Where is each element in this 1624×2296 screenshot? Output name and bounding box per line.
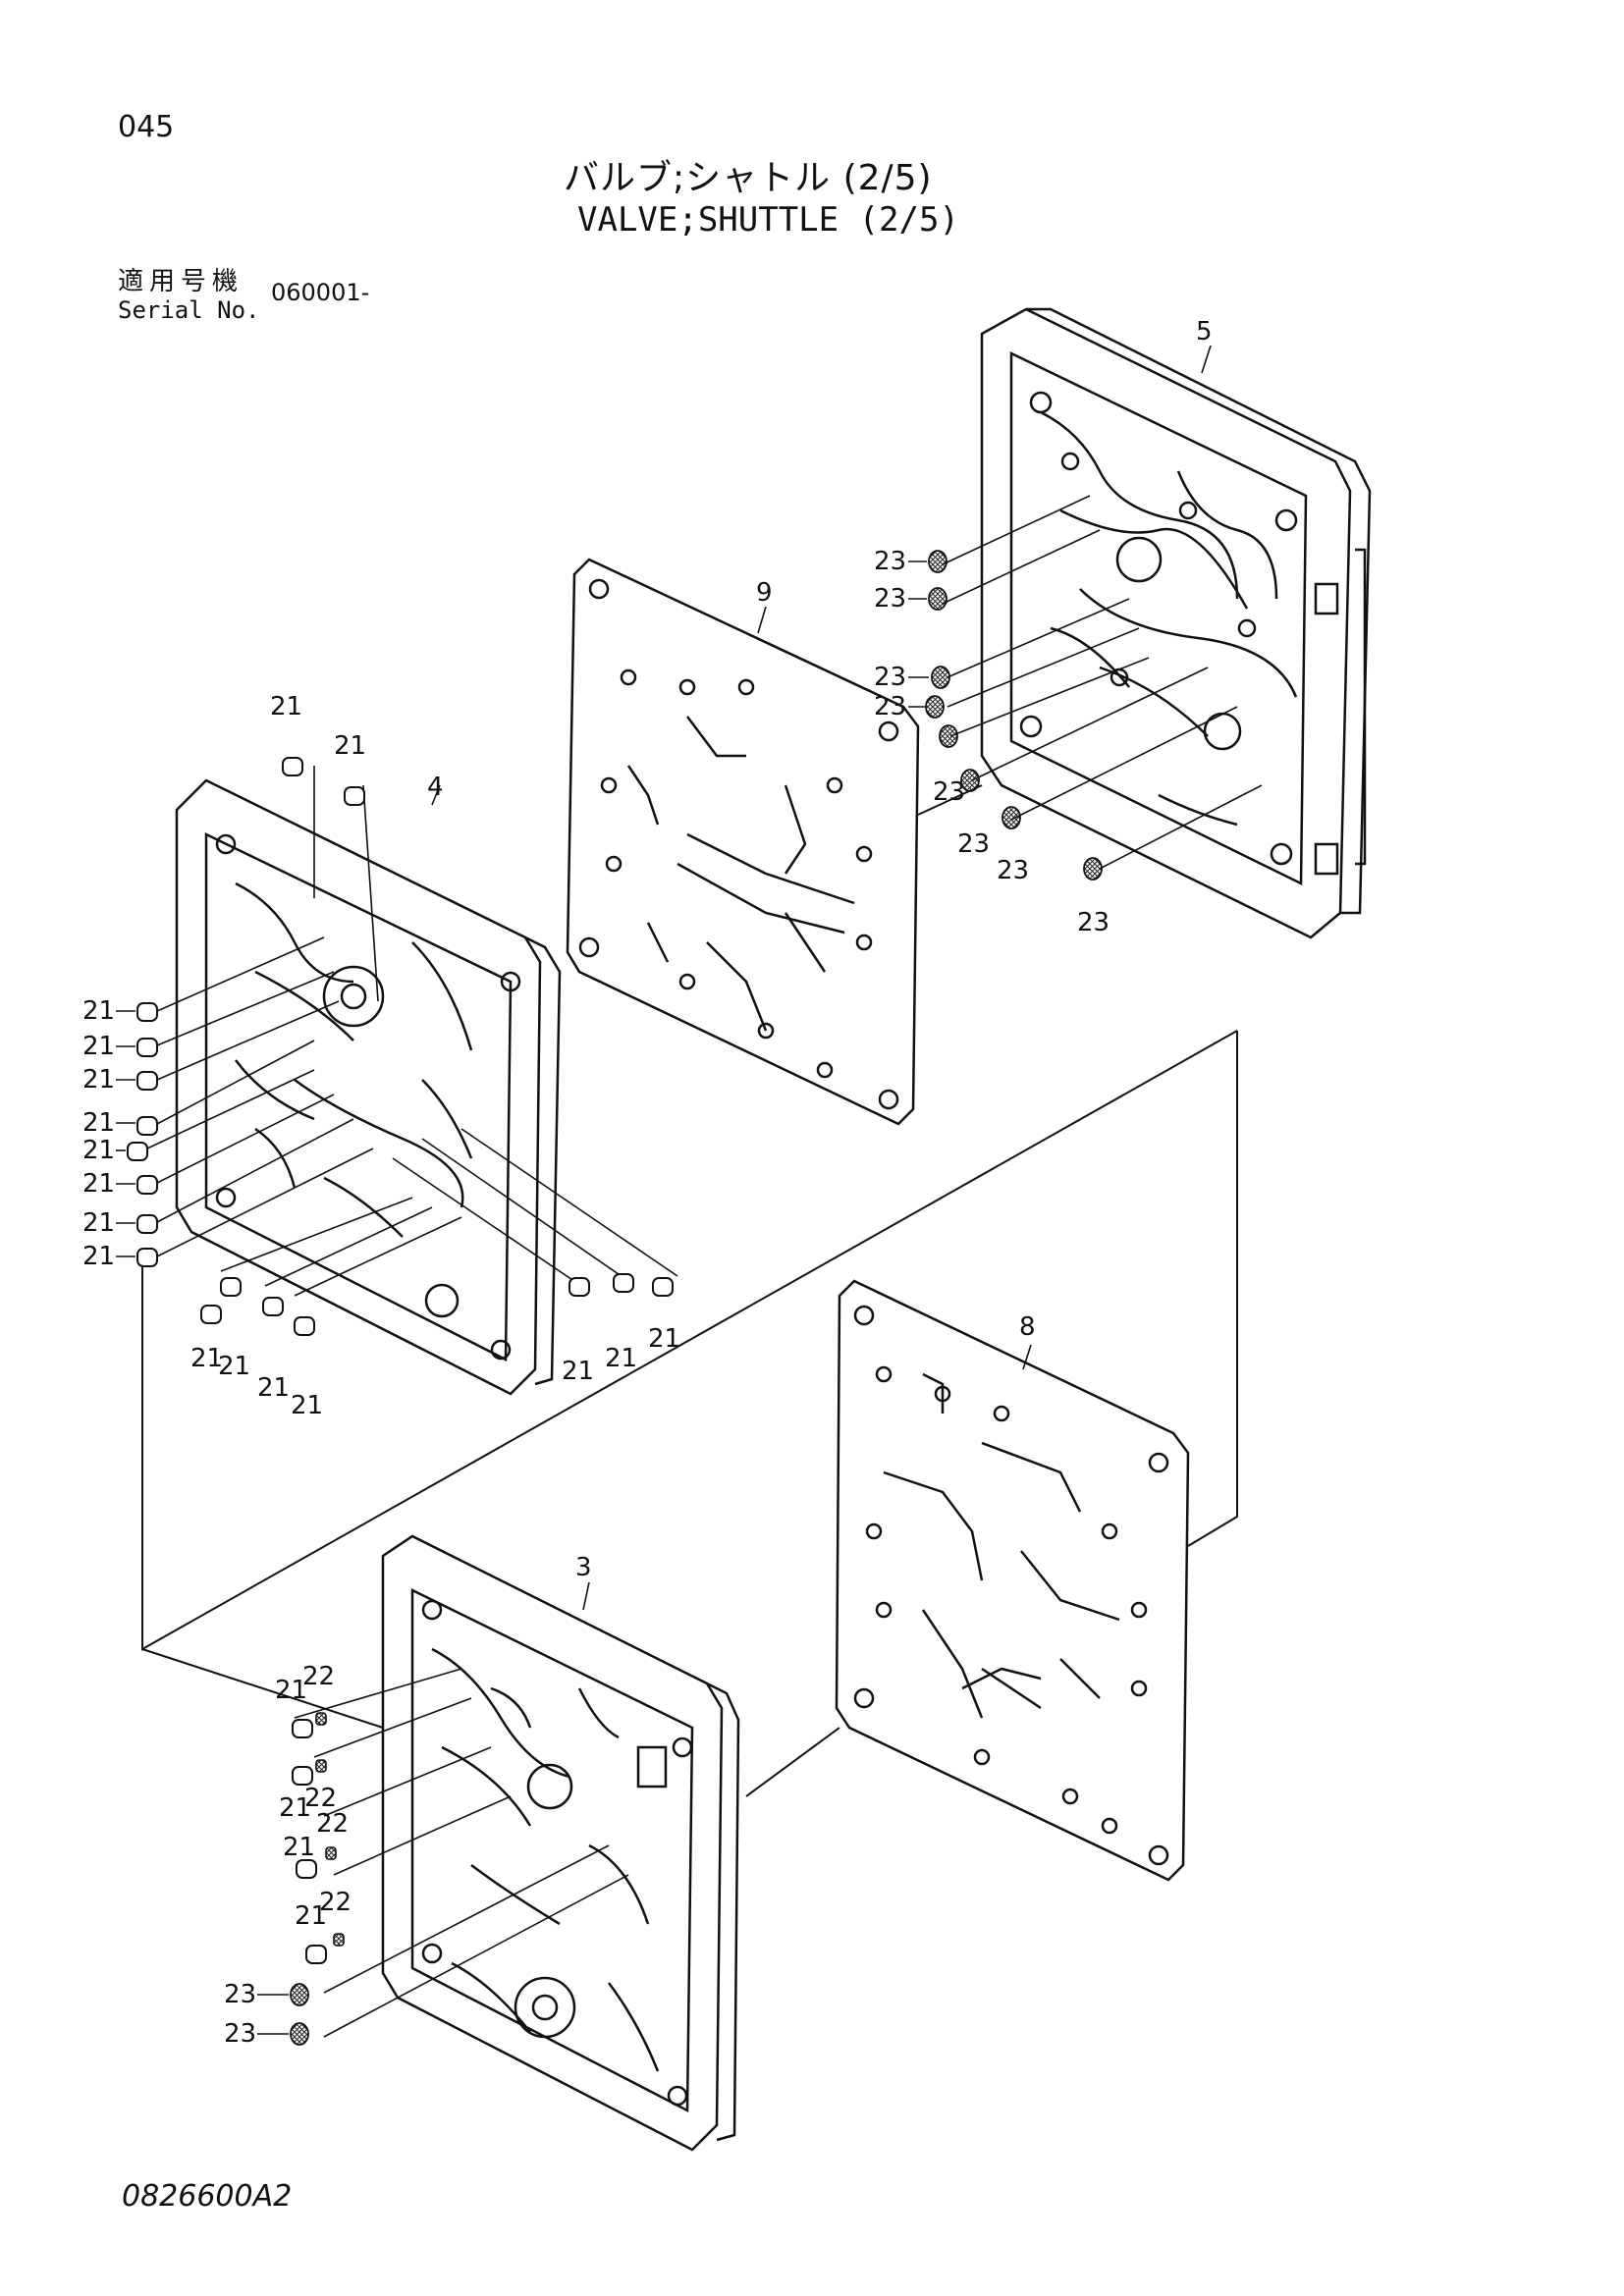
callout-part-4: 4 — [427, 773, 444, 802]
plug-21 — [262, 1297, 284, 1316]
separator-plate-9 — [566, 558, 920, 1126]
filter-23 — [290, 1983, 309, 2006]
plug-21 — [292, 1719, 313, 1738]
filter-23 — [928, 550, 947, 573]
plug-21 — [136, 1214, 158, 1234]
plug-21 — [136, 1175, 158, 1195]
callout-part-21: 21 — [283, 1833, 315, 1862]
filter-23 — [1083, 857, 1103, 881]
plug-21 — [292, 1766, 313, 1786]
serial-label-japanese: 適用号機 — [118, 267, 244, 296]
plug-21 — [136, 1248, 158, 1267]
callout-part-21: 21 — [275, 1676, 307, 1705]
callout-part-21: 21 — [295, 1901, 327, 1931]
plug-21 — [136, 1071, 158, 1091]
page-title-japanese: バルブ;シャトル (2/5) — [564, 158, 933, 198]
plug-21 — [613, 1273, 634, 1293]
plug-21 — [652, 1277, 674, 1297]
callout-part-21: 21 — [270, 692, 302, 721]
orifice-22 — [333, 1933, 345, 1947]
plug-21-group — [127, 757, 674, 1964]
callout-part-21: 21 — [291, 1391, 323, 1420]
callout-part-21: 21 — [82, 1169, 115, 1199]
callout-part-23: 23 — [874, 584, 906, 614]
filter-23-group — [290, 550, 1103, 2046]
callout-part-22: 22 — [304, 1784, 337, 1813]
callout-part-23: 23 — [224, 1980, 256, 2009]
callout-part-23: 23 — [933, 777, 965, 807]
orifice-22-group — [315, 1712, 345, 1947]
plug-21 — [305, 1945, 327, 1964]
plug-21 — [344, 786, 365, 806]
callout-part-21: 21 — [82, 1208, 115, 1238]
orifice-22 — [315, 1712, 327, 1726]
callout-part-22: 22 — [302, 1662, 335, 1691]
callout-part-21: 21 — [279, 1793, 311, 1823]
filter-23 — [928, 587, 947, 611]
plug-21 — [136, 1002, 158, 1022]
callout-part-21: 21 — [257, 1373, 290, 1403]
plug-21 — [200, 1305, 222, 1324]
leader-lines — [146, 345, 1263, 2038]
callout-part-21: 21 — [82, 1136, 115, 1165]
callout-part-22: 22 — [316, 1809, 349, 1839]
callout-part-21: 21 — [190, 1344, 223, 1373]
filter-23 — [960, 769, 980, 792]
serial-label-english: Serial No. — [118, 296, 260, 324]
callout-part-21: 21 — [82, 1242, 115, 1271]
callout-part-21: 21 — [562, 1357, 594, 1386]
callout-labels: 5 9 4 8 3 21 21 21 21 21 21 21 21 21 21 … — [82, 317, 1213, 2049]
valve-body-plate-5 — [980, 307, 1372, 939]
callout-part-9: 9 — [756, 578, 773, 608]
callout-part-23: 23 — [224, 2019, 256, 2049]
plug-21 — [296, 1859, 317, 1879]
callout-part-21: 21 — [82, 1108, 115, 1138]
page-title-english: VALVE;SHUTTLE (2/5) — [577, 200, 959, 240]
callout-part-5: 5 — [1196, 317, 1213, 347]
plug-21 — [294, 1316, 315, 1336]
callout-dashes — [116, 561, 929, 2035]
callout-part-23: 23 — [997, 856, 1029, 885]
filter-23 — [290, 2022, 309, 2046]
plug-21 — [136, 1038, 158, 1057]
valve-body-plate-3 — [381, 1534, 740, 2152]
callout-part-3: 3 — [575, 1553, 592, 1582]
callout-part-21: 21 — [218, 1352, 250, 1381]
callout-part-21: 21 — [334, 731, 366, 761]
callout-part-21: 21 — [605, 1344, 637, 1373]
plug-21 — [127, 1142, 148, 1161]
valve-body-plate-4 — [175, 778, 562, 1396]
filter-23 — [1001, 806, 1021, 829]
callout-part-23: 23 — [1077, 908, 1110, 937]
orifice-22 — [325, 1846, 337, 1860]
assembly-guide-lines — [141, 784, 1238, 1797]
callout-part-22: 22 — [319, 1888, 352, 1917]
callout-part-21: 21 — [82, 1065, 115, 1095]
plug-21 — [282, 757, 303, 776]
callout-part-23: 23 — [957, 829, 990, 859]
page-number: 045 — [118, 110, 175, 144]
drawing-number: 0826600A2 — [122, 2179, 293, 2214]
plug-21 — [568, 1277, 590, 1297]
callout-part-23: 23 — [874, 663, 906, 692]
callout-part-21: 21 — [648, 1324, 680, 1354]
callout-part-8: 8 — [1019, 1312, 1036, 1342]
callout-part-21: 21 — [82, 1032, 115, 1061]
separator-plate-8 — [835, 1279, 1190, 1882]
callout-part-21: 21 — [82, 996, 115, 1026]
callout-part-23: 23 — [874, 547, 906, 576]
filter-23 — [939, 724, 958, 748]
plug-21 — [136, 1116, 158, 1136]
callout-part-23: 23 — [874, 692, 906, 721]
filter-23 — [925, 695, 945, 719]
plug-21 — [220, 1277, 242, 1297]
orifice-22 — [315, 1759, 327, 1773]
filter-23 — [931, 666, 950, 689]
serial-number-value: 060001- — [271, 279, 370, 306]
